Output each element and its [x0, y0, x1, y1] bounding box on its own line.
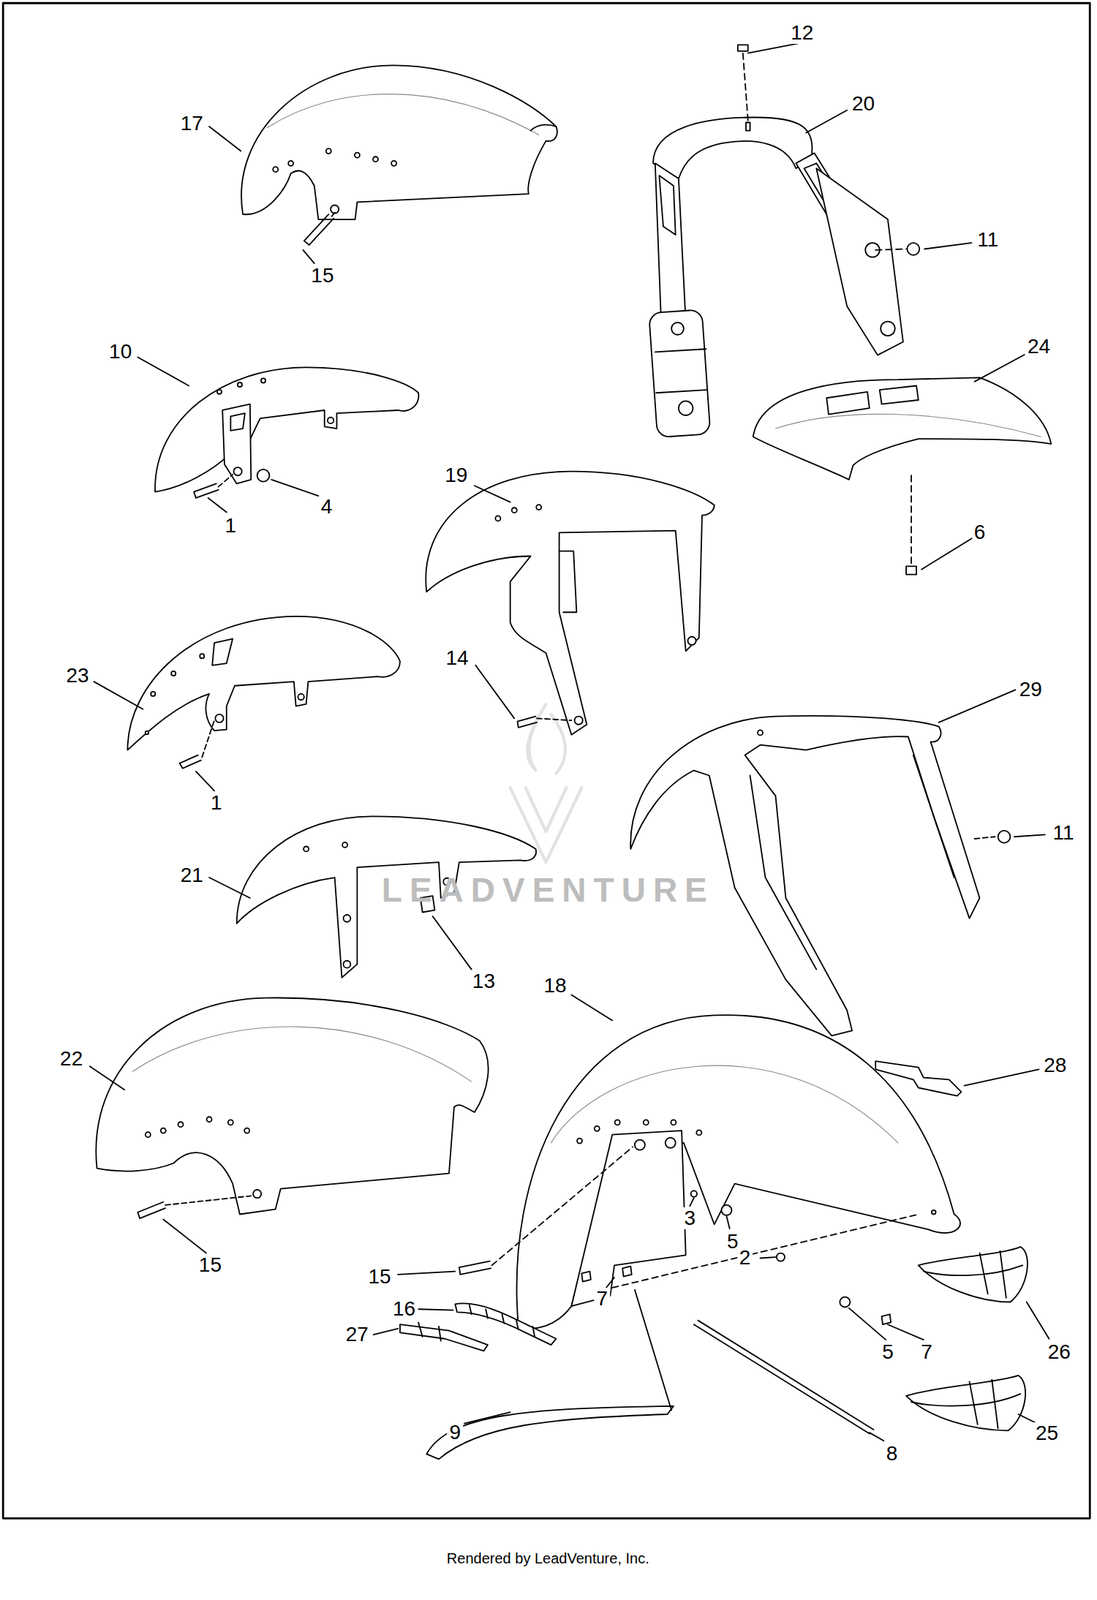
- callout-number: 16: [390, 1298, 418, 1321]
- callout-number: 14: [443, 647, 471, 670]
- callout-number: 1: [208, 792, 225, 814]
- callout-number: 17: [178, 112, 206, 135]
- callout-number: 2: [737, 1246, 754, 1269]
- callout-number: 11: [1050, 822, 1076, 844]
- callout-number: 27: [343, 1323, 371, 1346]
- callout-number: 18: [541, 974, 569, 997]
- callout-number: 11: [974, 228, 1001, 251]
- callout-number: 29: [1017, 678, 1045, 701]
- callout-number: 25: [1033, 1422, 1061, 1445]
- watermark: LEADVENTURE: [381, 873, 715, 907]
- callout-number: 7: [593, 1287, 610, 1310]
- callout-number: 19: [442, 464, 470, 487]
- callout-number: 12: [788, 21, 816, 44]
- callout-number: 15: [365, 1265, 393, 1288]
- callout-number: 6: [971, 521, 989, 544]
- callout-number: 15: [196, 1254, 224, 1277]
- callout-number: 10: [106, 340, 134, 363]
- caption: Rendered by LeadVenture, Inc.: [446, 1551, 650, 1566]
- callout-number: 5: [879, 1341, 896, 1364]
- callout-number: 8: [884, 1442, 901, 1465]
- callout-number: 28: [1041, 1054, 1069, 1077]
- callout-number: 26: [1045, 1341, 1073, 1364]
- callout-number: 4: [318, 495, 335, 518]
- callout-number: 23: [63, 664, 91, 687]
- callout-number: 7: [918, 1341, 935, 1364]
- callout-number: 20: [849, 92, 877, 115]
- callout-number: 24: [1025, 335, 1053, 358]
- callout-number: 9: [447, 1421, 464, 1444]
- callout-number: 3: [681, 1207, 698, 1230]
- callout-number: 1: [223, 514, 240, 537]
- callout-number: 15: [308, 264, 336, 287]
- callout-number: 13: [470, 970, 498, 993]
- callout-number: 22: [57, 1048, 85, 1070]
- callout-number: 21: [178, 864, 206, 887]
